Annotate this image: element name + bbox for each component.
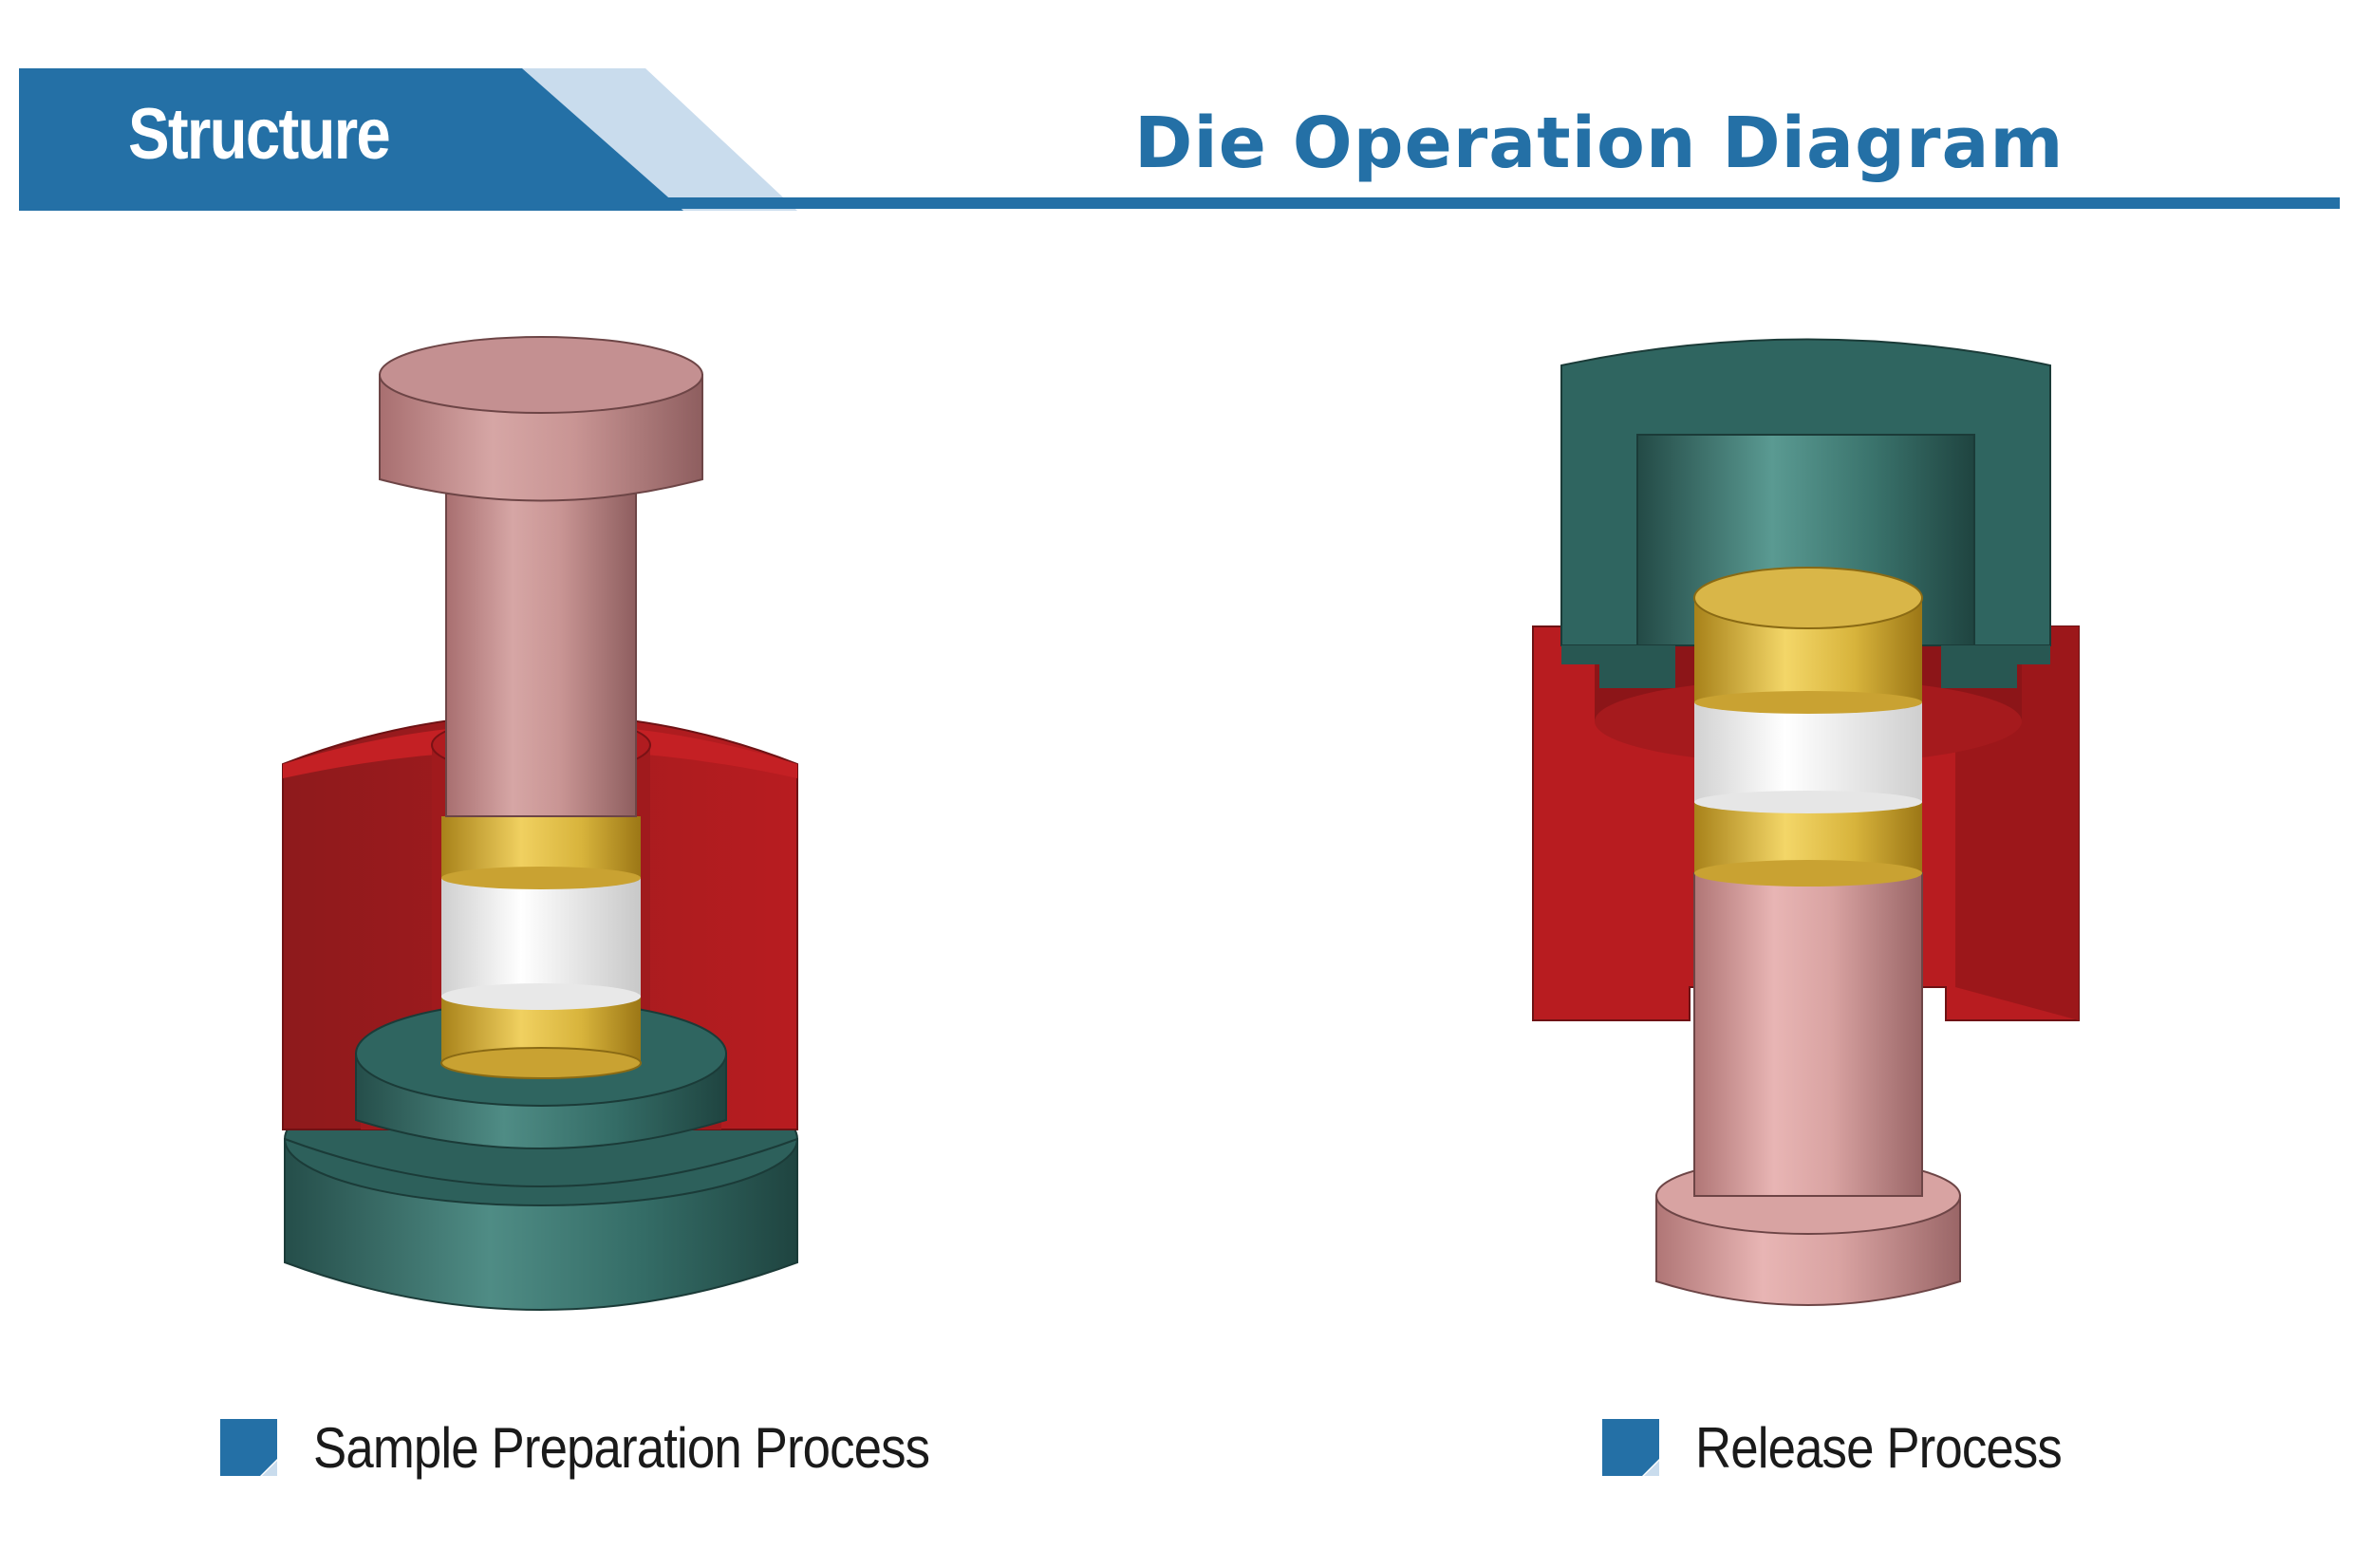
header: Structure Die Operation Diagram	[0, 0, 2354, 228]
caption-label: Release Process	[1695, 1415, 2063, 1480]
pressed-sample	[1694, 702, 1922, 813]
page-title: Die Operation Diagram	[1134, 103, 2064, 184]
lower-spacer	[1694, 802, 1922, 887]
caption-label: Sample Preparation Process	[313, 1415, 930, 1480]
upper-plunger	[379, 336, 703, 817]
sample-preparation-illustration	[256, 323, 826, 1348]
section-tab-label: Structure	[128, 94, 391, 175]
caption-release: Release Process	[1602, 1414, 2112, 1481]
header-underline	[19, 197, 2340, 209]
upper-spacer	[441, 816, 641, 889]
caption-sample-preparation: Sample Preparation Process	[220, 1414, 1014, 1481]
square-bullet-icon	[1602, 1419, 1659, 1476]
release-plunger	[1655, 872, 1961, 1306]
release-process-illustration	[1509, 323, 2117, 1348]
powder-sample	[441, 878, 641, 1010]
upper-spacer	[1693, 567, 1923, 714]
square-bullet-icon	[220, 1419, 277, 1476]
